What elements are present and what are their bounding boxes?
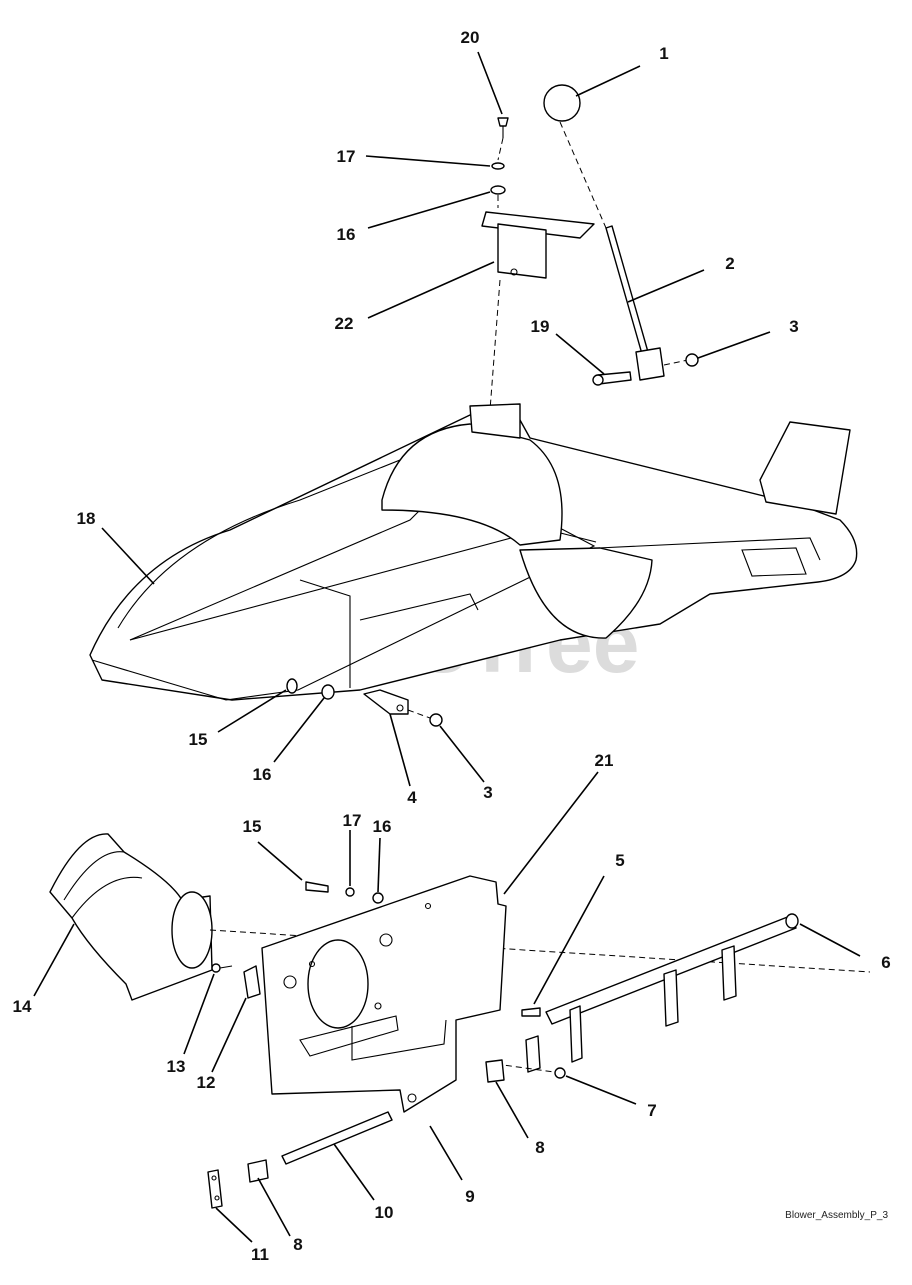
callout-15-bottom: 15 — [243, 817, 262, 836]
link-11 — [207, 1169, 223, 1209]
washer-16-bottom — [372, 892, 384, 904]
rod-10 — [281, 1111, 393, 1165]
callout-17: 17 — [337, 147, 356, 166]
callout-18: 18 — [77, 509, 96, 528]
clip-12 — [243, 965, 261, 999]
control-rod — [605, 225, 665, 381]
callout-14: 14 — [13, 997, 32, 1016]
nut-7 — [554, 1067, 566, 1079]
figure-name: Blower_Assembly_P_3 — [785, 1210, 888, 1221]
callout-4: 4 — [407, 788, 417, 807]
blower-housing — [89, 403, 858, 701]
callout-12: 12 — [197, 1073, 216, 1092]
nut-top — [685, 353, 699, 367]
mounting-plate-21 — [261, 875, 507, 1113]
callout-8-bottom: 8 — [293, 1235, 302, 1254]
bushing-8-left — [247, 1159, 269, 1183]
callout-3-mid: 3 — [483, 783, 492, 802]
rod-6 — [525, 913, 799, 1073]
callout-19: 19 — [531, 317, 550, 336]
callout-7: 7 — [647, 1101, 656, 1120]
spacer-15-top — [286, 678, 298, 694]
callout-16: 16 — [337, 225, 356, 244]
callout-16-bottom: 16 — [373, 817, 392, 836]
callout-5: 5 — [615, 851, 624, 870]
chute-14 — [49, 833, 213, 1001]
bushing-8-right — [485, 1059, 505, 1083]
nut-mid — [429, 713, 443, 727]
screw-20 — [497, 117, 509, 138]
callout-21: 21 — [595, 751, 614, 770]
callout-6: 6 — [881, 953, 890, 972]
washer-17 — [491, 162, 505, 170]
callout-17-bottom: 17 — [343, 811, 362, 830]
bolt-5 — [521, 1007, 541, 1017]
callout-9: 9 — [465, 1187, 474, 1206]
callout-3: 3 — [789, 317, 798, 336]
callout-2: 2 — [725, 254, 734, 273]
washer-16 — [490, 185, 506, 195]
callout-8: 8 — [535, 1138, 544, 1157]
washer-16-mid — [321, 684, 335, 700]
pin-15-bottom — [305, 881, 329, 893]
callout-13: 13 — [167, 1057, 186, 1076]
arm-4 — [363, 689, 409, 715]
bolt-19 — [592, 371, 632, 386]
bracket-22 — [481, 211, 595, 279]
callout-20: 20 — [461, 28, 480, 47]
callout-22: 22 — [335, 314, 354, 333]
fastener-13 — [211, 963, 233, 973]
callout-15: 15 — [189, 730, 208, 749]
knob — [543, 84, 581, 122]
callout-16-mid: 16 — [253, 765, 272, 784]
callout-11: 11 — [251, 1245, 269, 1264]
callout-1: 1 — [659, 44, 668, 63]
callout-10: 10 — [375, 1203, 394, 1222]
washer-17-bottom — [345, 887, 355, 897]
